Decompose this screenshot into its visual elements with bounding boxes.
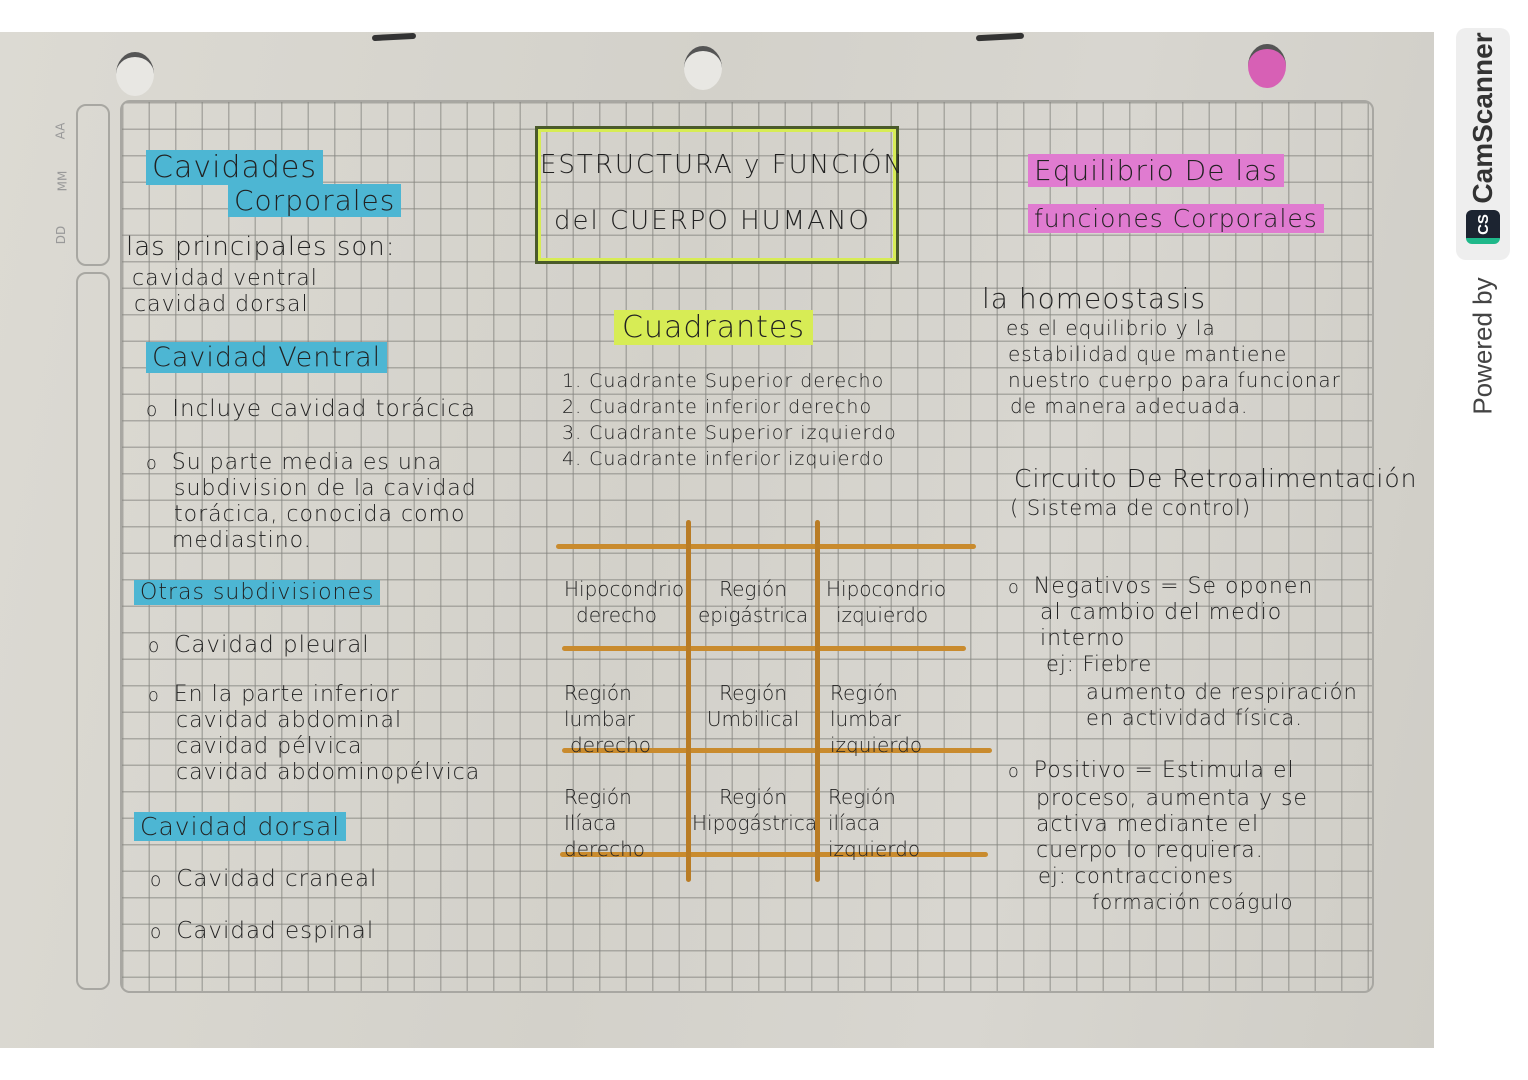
pen-mark — [975, 32, 1025, 42]
page-title-line1: ESTRUCTURA y FUNCIÓN — [540, 150, 905, 180]
negative-feedback-example: aumento de respiración — [1086, 680, 1358, 704]
grid-line — [815, 520, 820, 882]
bullet-continuation: cavidad abdominopélvica — [176, 760, 481, 785]
punch-hole — [684, 46, 722, 90]
bullet-continuation: cavidad pélvica — [176, 734, 363, 759]
heading-otras-subdivisiones: Otras subdivisiones — [134, 580, 381, 605]
heading-cavidad-ventral: Cavidad Ventral — [146, 342, 388, 373]
date-label-month: MM — [55, 170, 70, 192]
date-label-day: DD — [54, 225, 69, 245]
positive-feedback-example: ej: contracciones — [1038, 864, 1234, 888]
positive-feedback-item: Positivo = Estimula el — [1008, 758, 1295, 783]
bullet-item: En la parte inferior — [148, 682, 400, 707]
camscanner-brand: CamScanner — [1467, 32, 1498, 204]
grid-line — [556, 544, 976, 549]
feedback-subheading: ( Sistema de control) — [1010, 496, 1252, 520]
heading-corporales: Corporales — [228, 184, 402, 217]
intro-line: cavidad ventral — [132, 266, 318, 291]
intro-line: cavidad dorsal — [134, 292, 309, 317]
positive-feedback-text: cuerpo lo requiera. — [1036, 838, 1264, 863]
bullet-item: Cavidad craneal — [150, 866, 377, 892]
punch-hole — [116, 52, 154, 96]
homeostasis-text: es el equilibrio y la — [1006, 316, 1216, 340]
bullet-continuation: cavidad abdominal — [176, 708, 403, 733]
date-box — [76, 104, 110, 266]
bullet-item: Cavidad pleural — [148, 632, 370, 658]
bullet-item: Su parte media es una — [146, 450, 442, 475]
negative-feedback-text: al cambio del medio — [1040, 600, 1283, 625]
punch-hole — [1248, 44, 1286, 88]
heading-cavidad-dorsal: Cavidad dorsal — [134, 812, 347, 841]
bullet-continuation: torácica, conocida como — [174, 502, 466, 527]
feedback-heading: Circuito De Retroalimentación — [1014, 464, 1418, 493]
quadrant-item: 1. Cuadrante Superior derecho — [562, 370, 885, 392]
heading-cavidades: Cavidades — [146, 150, 323, 185]
positive-feedback-text: proceso, aumenta y se — [1036, 786, 1308, 811]
grid-line — [560, 852, 988, 857]
heading-cuadrantes: Cuadrantes — [614, 310, 813, 345]
bullet-item: Cavidad espinal — [150, 918, 374, 944]
bullet-continuation: mediastino. — [172, 528, 312, 553]
negative-feedback-example: en actividad física. — [1086, 706, 1303, 730]
heading-funciones-corporales: funciones Corporales — [1028, 204, 1324, 233]
powered-by-label: Powered by — [1467, 277, 1498, 415]
bullet-continuation: subdivision de la cavidad — [174, 476, 477, 501]
negative-feedback-item: Negativos = Se oponen — [1008, 574, 1313, 599]
positive-feedback-text: activa mediante el — [1036, 812, 1260, 837]
homeostasis-text: estabilidad que mantiene — [1008, 342, 1288, 366]
homeostasis-text: de manera adecuada. — [1010, 394, 1249, 418]
negative-feedback-example: ej: Fiebre — [1046, 652, 1153, 676]
quadrant-item: 3. Cuadrante Superior izquierdo — [562, 422, 897, 444]
bullet-item: Incluye cavidad torácica — [146, 396, 476, 422]
margin-strip — [76, 272, 110, 990]
grid-line — [562, 748, 992, 753]
homeostasis-heading: la homeostasis — [982, 282, 1207, 315]
intro-line: las principales son: — [126, 232, 396, 262]
grid-line — [562, 646, 966, 651]
grid-line — [686, 520, 691, 882]
date-label-year: AA — [53, 122, 68, 140]
pen-mark — [371, 32, 417, 42]
quadrant-item: 2. Cuadrante inferior derecho — [562, 396, 873, 418]
negative-feedback-text: interno — [1040, 626, 1126, 651]
homeostasis-text: nuestro cuerpo para funcionar — [1008, 368, 1341, 392]
page-title-line2: del CUERPO HUMANO — [554, 206, 871, 236]
quadrant-item: 4. Cuadrante inferior izquierdo — [562, 448, 885, 470]
camscanner-logo-icon: CS — [1466, 210, 1500, 244]
title-box — [535, 126, 899, 264]
heading-equilibrio: Equilibrio De las — [1028, 154, 1284, 187]
positive-feedback-example: formación coágulo — [1092, 890, 1294, 914]
